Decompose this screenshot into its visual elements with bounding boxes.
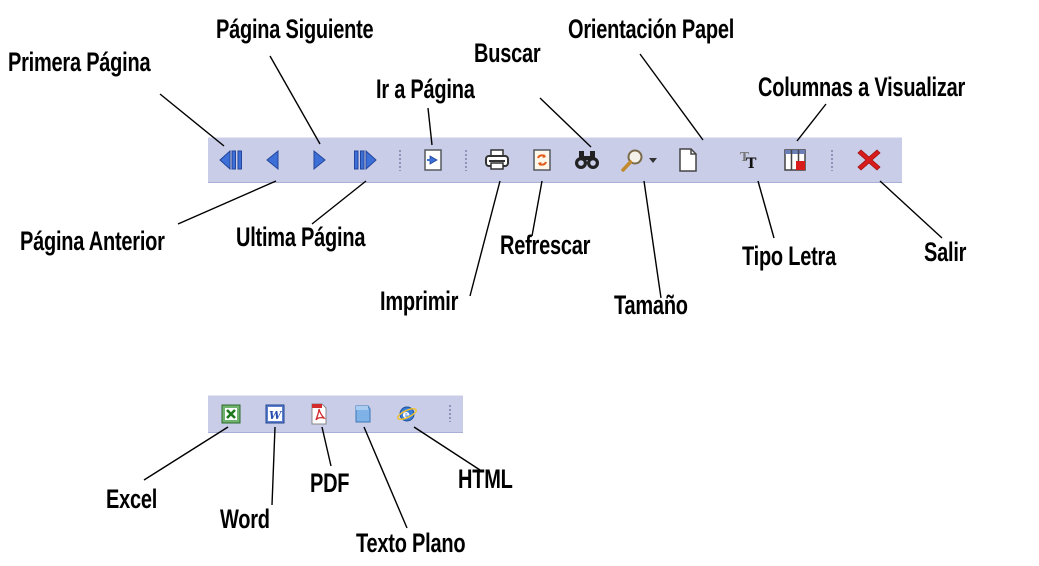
export-pdf-button[interactable] <box>306 402 332 426</box>
callout-line-zoom <box>643 180 662 299</box>
label-go-to-page: Ir a Página <box>376 74 475 104</box>
page-orientation-icon <box>679 148 697 172</box>
columns-icon <box>784 149 806 171</box>
report-toolbar: T T <box>208 137 902 183</box>
toolbar-separator <box>398 149 402 171</box>
export-toolbar: W e <box>208 395 463 433</box>
export-html-button[interactable]: e <box>394 402 420 426</box>
excel-icon <box>221 404 241 424</box>
label-search: Buscar <box>474 38 541 68</box>
toolbar-separator <box>830 149 834 171</box>
label-font: Tipo Letra <box>742 241 837 271</box>
svg-text:T: T <box>740 150 749 164</box>
printer-icon <box>485 149 509 170</box>
pdf-icon <box>311 403 327 425</box>
label-first-page: Primera Página <box>8 47 151 77</box>
last-page-button[interactable] <box>350 146 380 174</box>
magnifier-icon <box>621 149 657 172</box>
refresh-button[interactable] <box>528 146 556 174</box>
print-button[interactable] <box>482 146 512 174</box>
label-word: Word <box>220 504 270 534</box>
exit-button[interactable] <box>854 146 884 174</box>
callout-line-refresh <box>531 180 543 237</box>
callout-line-font <box>757 180 775 239</box>
last-page-icon <box>354 149 377 171</box>
label-exit: Salir <box>924 237 967 267</box>
first-page-icon <box>219 149 242 171</box>
label-refresh: Refrescar <box>500 230 591 260</box>
label-orientation: Orientación Papel <box>568 14 735 44</box>
zoom-button[interactable] <box>618 146 662 174</box>
binoculars-icon <box>575 151 599 169</box>
close-icon <box>857 149 881 171</box>
callout-line-exit <box>879 180 943 239</box>
callout-line-print <box>469 180 501 297</box>
label-next-page: Página Siguiente <box>216 14 374 44</box>
label-columns: Columnas a Visualizar <box>758 72 966 102</box>
search-button[interactable] <box>572 146 602 174</box>
svg-text:T: T <box>746 156 757 172</box>
toolbar-separator <box>448 404 452 422</box>
label-previous-page: Página Anterior <box>20 226 165 256</box>
label-plain-text: Texto Plano <box>356 528 466 558</box>
callout-line-columns <box>796 103 827 142</box>
label-last-page: Ultima Página <box>236 222 366 252</box>
svg-text:W: W <box>269 409 283 422</box>
go-to-page-icon <box>424 149 442 171</box>
label-print: Imprimir <box>380 286 459 316</box>
label-excel: Excel <box>106 484 158 514</box>
callout-line-orientation <box>639 53 704 141</box>
next-page-button[interactable] <box>306 146 332 174</box>
word-icon: W <box>265 404 285 424</box>
first-page-button[interactable] <box>216 146 246 174</box>
export-text-button[interactable] <box>350 402 376 426</box>
callout-line-last-page <box>311 180 367 225</box>
callout-line-excel <box>143 426 229 481</box>
callout-line-previous-page <box>177 180 277 225</box>
previous-page-button[interactable] <box>260 146 286 174</box>
callout-line-word <box>271 426 276 506</box>
label-zoom: Tamaño <box>614 290 688 320</box>
export-excel-button[interactable] <box>218 402 244 426</box>
svg-text:e: e <box>403 408 410 421</box>
callout-line-text <box>363 426 408 529</box>
refresh-icon <box>533 149 551 171</box>
label-html: HTML <box>458 464 513 494</box>
orientation-button[interactable] <box>674 146 702 174</box>
toolbar-separator <box>464 149 468 171</box>
html-icon: e <box>397 406 417 422</box>
previous-page-icon <box>266 149 279 171</box>
callout-line-next-page <box>269 55 321 145</box>
label-pdf: PDF <box>310 468 350 498</box>
export-word-button[interactable]: W <box>262 402 288 426</box>
go-to-page-button[interactable] <box>420 146 446 174</box>
font-button[interactable]: T T <box>736 146 764 174</box>
plain-text-icon <box>355 405 371 423</box>
columns-button[interactable] <box>780 146 810 174</box>
next-page-icon <box>313 149 326 171</box>
font-type-icon: T T <box>740 150 757 172</box>
